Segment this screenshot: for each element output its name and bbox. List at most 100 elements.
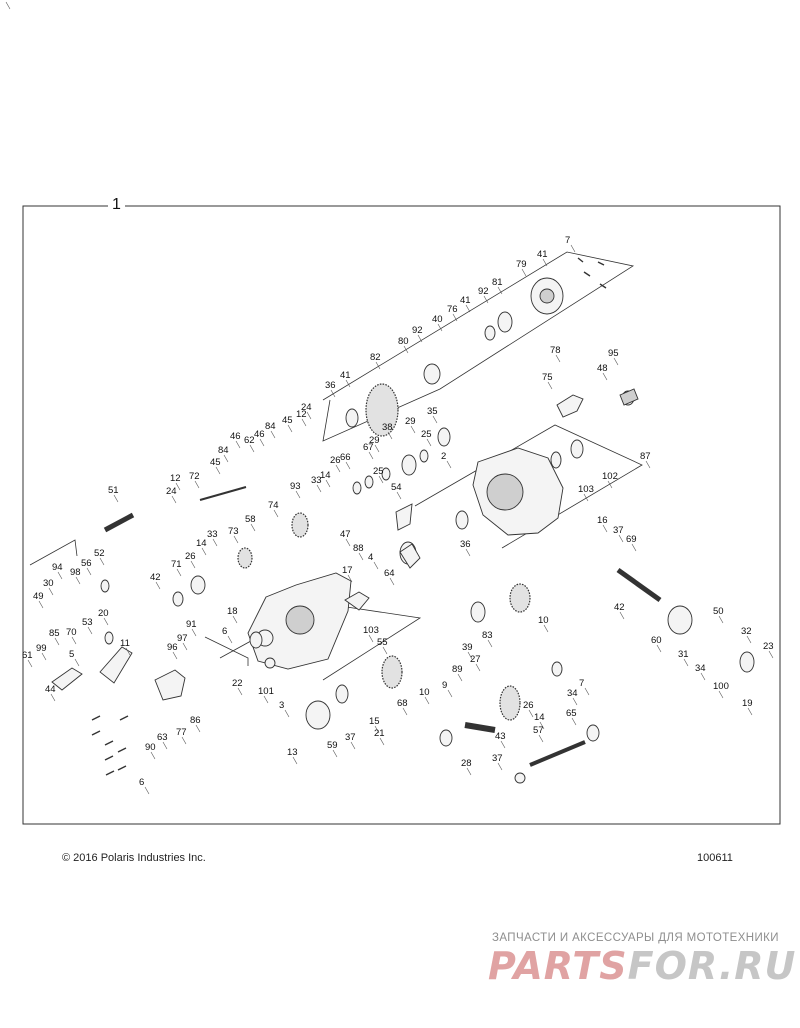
callout-leader xyxy=(190,560,196,569)
callout-leader xyxy=(215,466,221,475)
callout-leader xyxy=(571,717,577,726)
callout-leader xyxy=(746,635,752,644)
callout-leader xyxy=(191,628,197,637)
part-callout: 62 xyxy=(244,435,255,446)
gear-74 xyxy=(291,512,309,538)
callout-leader xyxy=(426,438,432,447)
callout-leader xyxy=(613,357,619,366)
part-callout: 16 xyxy=(597,515,608,526)
part-callout: 100 xyxy=(713,681,729,692)
callout-leader xyxy=(301,418,307,427)
callout-leader xyxy=(194,480,200,489)
bracket-75 xyxy=(556,394,584,418)
part-callout: 37 xyxy=(492,753,503,764)
callout-leader xyxy=(487,639,493,648)
callout-leader xyxy=(182,642,188,651)
part-callout: 79 xyxy=(516,259,527,270)
callout-leader xyxy=(500,740,506,749)
part-callout: 14 xyxy=(196,538,207,549)
part-callout: 56 xyxy=(81,558,92,569)
callout-leader xyxy=(555,354,561,363)
part-callout: 93 xyxy=(290,481,301,492)
part-callout: 24 xyxy=(301,402,312,413)
callout-leader xyxy=(48,587,54,596)
part-callout: 57 xyxy=(533,725,544,736)
part-callout: 81 xyxy=(492,277,503,288)
part-callout: 72 xyxy=(189,471,200,482)
callout-leader xyxy=(521,268,527,277)
callout-leader xyxy=(237,687,243,696)
callout-leader xyxy=(233,535,239,544)
callout-leader xyxy=(235,440,241,449)
part-callout: 66 xyxy=(340,452,351,463)
drawing-number: 100611 xyxy=(697,852,733,864)
part-callout: 43 xyxy=(495,731,506,742)
watermark-logo: PARTSFOR.RU xyxy=(488,944,796,988)
callout-leader xyxy=(345,379,351,388)
cover-77 xyxy=(154,669,186,701)
callout-leader xyxy=(270,430,276,439)
part-callout: 22 xyxy=(232,678,243,689)
part-callout: 29 xyxy=(369,435,380,446)
part-callout: 12 xyxy=(170,473,181,484)
callout-leader xyxy=(465,304,471,313)
callout-leader xyxy=(747,707,753,716)
callout-leader xyxy=(5,1,11,10)
callout-leader xyxy=(306,411,312,420)
part-callout: 98 xyxy=(70,567,81,578)
callout-leader xyxy=(375,361,381,370)
part-callout: 87 xyxy=(640,451,651,462)
callout-leader xyxy=(86,567,92,576)
gear-82 xyxy=(365,383,399,437)
watermark-logo-part2: FOR.RU xyxy=(627,944,797,988)
callout-leader xyxy=(71,636,77,645)
callout-leader xyxy=(249,444,255,453)
part-callout: 97 xyxy=(177,633,188,644)
callout-leader xyxy=(403,345,409,354)
part-callout: 49 xyxy=(33,591,44,602)
part-callout: 101 xyxy=(258,686,274,697)
part-callout: 103 xyxy=(578,484,594,495)
callout-leader xyxy=(656,644,662,653)
part-callout: 78 xyxy=(550,345,561,356)
callout-leader xyxy=(475,663,481,672)
callout-leader xyxy=(75,576,81,585)
bolts-group xyxy=(91,257,607,776)
part-callout: 71 xyxy=(171,559,182,570)
part-callout: 75 xyxy=(542,372,553,383)
part-callout: 38 xyxy=(382,422,393,433)
callout-leader xyxy=(631,543,637,552)
callout-leader xyxy=(396,491,402,500)
callout-leader xyxy=(465,548,471,557)
part-callout: 99 xyxy=(36,643,47,654)
callout-leader xyxy=(602,372,608,381)
part-callout: 64 xyxy=(384,568,395,579)
callout-leader xyxy=(345,538,351,547)
part-callout: 41 xyxy=(460,295,471,306)
callout-leader xyxy=(547,381,553,390)
part-callout: 88 xyxy=(353,543,364,554)
part-callout: 30 xyxy=(43,578,54,589)
part-callout: 45 xyxy=(282,415,293,426)
callout-leader xyxy=(417,334,423,343)
part-callout: 28 xyxy=(461,758,472,769)
callout-leader xyxy=(150,751,156,760)
shaft-28 xyxy=(529,740,586,767)
part-callout: 91 xyxy=(186,619,197,630)
part-callout: 63 xyxy=(157,732,168,743)
callout-leader xyxy=(332,749,338,758)
callout-leader xyxy=(528,709,534,718)
callout-leader xyxy=(538,734,544,743)
gear-65 xyxy=(499,685,521,721)
cover-55 xyxy=(344,591,370,611)
gear-68 xyxy=(381,655,403,689)
parts xyxy=(51,257,755,784)
part-callout: 102 xyxy=(602,471,618,482)
callout-leader xyxy=(325,479,331,488)
shaft-72 xyxy=(199,486,247,501)
part-callout: 80 xyxy=(398,336,409,347)
part-callout: 37 xyxy=(613,525,624,536)
callout-leader xyxy=(768,650,774,659)
part-callout: 26 xyxy=(185,551,196,562)
